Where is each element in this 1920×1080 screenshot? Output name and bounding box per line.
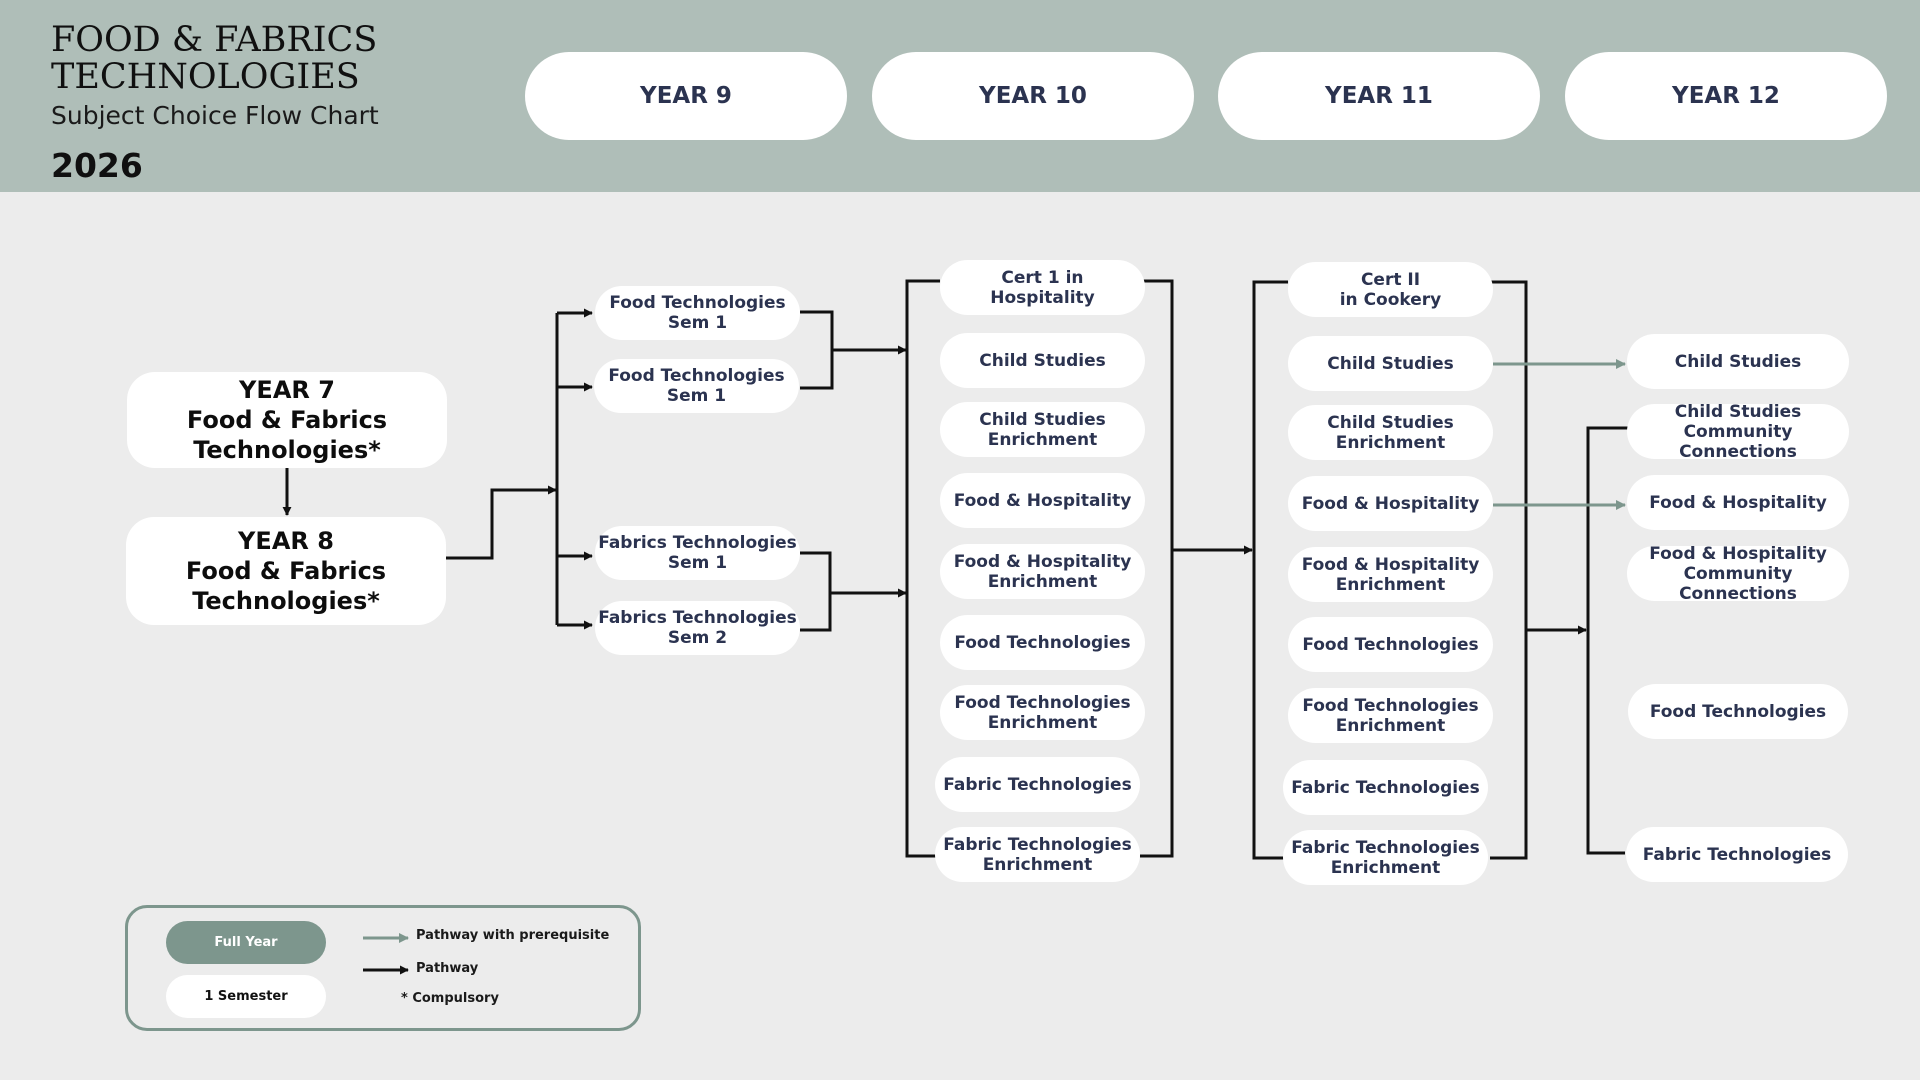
y11-child-studies-enrichment: Child Studies Enrichment <box>1288 405 1493 460</box>
y11-fabric-technologies: Fabric Technologies <box>1283 760 1488 815</box>
y10-child-studies-enrichment: Child Studies Enrichment <box>940 402 1145 457</box>
year-label: 2026 <box>51 146 143 185</box>
y9-fabrics-technologies-sem1: Fabrics Technologies Sem 1 <box>595 526 800 580</box>
y10-food-technologies-enrichment: Food Technologies Enrichment <box>940 685 1145 740</box>
y11-cert2-cookery: Cert II in Cookery <box>1288 262 1493 317</box>
legend-prereq-label: Pathway with prerequisite <box>416 928 610 943</box>
y10-fabric-technologies-enrichment: Fabric Technologies Enrichment <box>935 827 1140 882</box>
arrow-y8-to-y9 <box>446 485 557 560</box>
year-11-header: YEAR 11 <box>1218 52 1540 140</box>
y12-food-technologies: Food Technologies <box>1628 684 1848 739</box>
y10-child-studies: Child Studies <box>940 333 1145 388</box>
y11-food-hospitality-enrichment: Food & Hospitality Enrichment <box>1288 547 1493 602</box>
legend-full-year-swatch: Full Year <box>166 921 326 964</box>
legend-semester-swatch: 1 Semester <box>166 975 326 1018</box>
legend-compulsory-label: * Compulsory <box>401 991 499 1006</box>
y10-food-hospitality: Food & Hospitality <box>940 473 1145 528</box>
y12-child-studies-community-connections: Child Studies Community Connections <box>1627 402 1849 462</box>
year-12-header: YEAR 12 <box>1565 52 1887 140</box>
year-7-box: YEAR 7 Food & Fabrics Technologies* <box>127 372 447 468</box>
y10-bracket-left <box>905 279 940 858</box>
y12-fabric-technologies: Fabric Technologies <box>1626 827 1848 882</box>
y11-bracket-right <box>1490 280 1528 860</box>
y10-fabric-technologies: Fabric Technologies <box>935 757 1140 812</box>
y10-food-hospitality-enrichment: Food & Hospitality Enrichment <box>940 544 1145 599</box>
y12-food-hospitality-community-connections: Food & Hospitality Community Connections <box>1627 544 1849 604</box>
y11-fabric-technologies-enrichment: Fabric Technologies Enrichment <box>1283 830 1488 885</box>
legend <box>125 905 641 1031</box>
y10-bracket-right <box>1140 279 1174 858</box>
fabrics-bracket <box>800 551 832 632</box>
y11-food-hospitality: Food & Hospitality <box>1288 476 1493 531</box>
y12-child-studies: Child Studies <box>1627 334 1849 389</box>
y12-food-hospitality: Food & Hospitality <box>1627 475 1849 530</box>
y11-food-technologies: Food Technologies <box>1288 617 1493 672</box>
y10-cert1-hospitality: Cert 1 in Hospitality <box>940 260 1145 315</box>
food-bracket <box>800 310 834 390</box>
y9-fabrics-technologies-sem2: Fabrics Technologies Sem 2 <box>595 601 800 655</box>
year-8-box: YEAR 8 Food & Fabrics Technologies* <box>126 517 446 625</box>
y12-spine <box>1586 426 1628 855</box>
y9-food-technologies-sem1-a: Food Technologies Sem 1 <box>595 286 800 340</box>
legend-pathway-label: Pathway <box>416 961 479 976</box>
y11-bracket-left <box>1252 280 1288 860</box>
year-9-header: YEAR 9 <box>525 52 847 140</box>
y10-food-technologies: Food Technologies <box>940 615 1145 670</box>
year-10-header: YEAR 10 <box>872 52 1194 140</box>
y11-food-technologies-enrichment: Food Technologies Enrichment <box>1288 688 1493 743</box>
y9-food-technologies-sem1-b: Food Technologies Sem 1 <box>594 359 799 413</box>
y11-child-studies: Child Studies <box>1288 336 1493 391</box>
page-subtitle: Subject Choice Flow Chart <box>51 101 379 130</box>
page-title: FOOD & FABRICS TECHNOLOGIES <box>51 20 378 97</box>
